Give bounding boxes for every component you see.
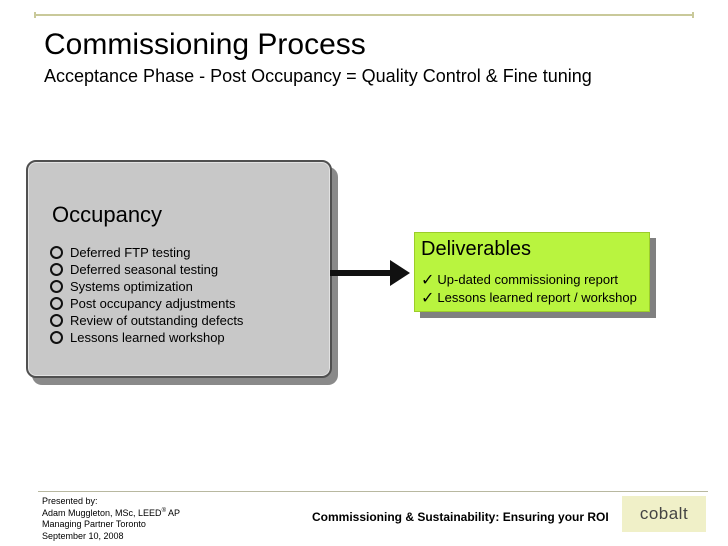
occupancy-item-label: Deferred seasonal testing xyxy=(70,262,219,277)
deliverables-item: ✓Up-dated commissioning report xyxy=(421,271,637,289)
deliverables-list: ✓Up-dated commissioning report ✓Lessons … xyxy=(421,271,637,307)
right-arrow-icon xyxy=(330,270,392,276)
presentation-date: September 10, 2008 xyxy=(42,530,124,541)
hollow-circle-icon xyxy=(50,314,63,327)
presenter-role: Managing Partner Toronto xyxy=(42,519,146,529)
hollow-circle-icon xyxy=(50,246,63,259)
occupancy-item-label: Systems optimization xyxy=(70,279,193,294)
deliverables-item-label: Up-dated commissioning report xyxy=(437,272,619,287)
occupancy-list: Deferred FTP testing Deferred seasonal t… xyxy=(50,244,243,346)
occupancy-item: Post occupancy adjustments xyxy=(50,295,243,312)
deliverables-item: ✓Lessons learned report / workshop xyxy=(421,289,637,307)
occupancy-heading: Occupancy xyxy=(52,202,163,227)
right-arrow-head-icon xyxy=(390,260,410,286)
presenter-info: Presented by: Adam Muggleton, MSc, LEED®… xyxy=(42,496,180,542)
hollow-circle-icon xyxy=(50,331,63,344)
occupancy-item: Deferred seasonal testing xyxy=(50,261,243,278)
occupancy-item: Deferred FTP testing xyxy=(50,244,243,261)
slide-title: Commissioning Process xyxy=(44,28,366,61)
occupancy-item-label: Review of outstanding defects xyxy=(70,313,244,328)
checkmark-icon: ✓ xyxy=(421,288,435,307)
occupancy-item-label: Post occupancy adjustments xyxy=(70,296,236,311)
footer-title: Commissioning & Sustainability: Ensuring… xyxy=(312,510,609,524)
deliverables-item-label: Lessons learned report / workshop xyxy=(437,290,637,305)
slide-top-rule xyxy=(34,12,694,18)
deliverables-box: Deliverables ✓Up-dated commissioning rep… xyxy=(414,232,650,312)
cobalt-logo: cobalt xyxy=(622,496,706,532)
hollow-circle-icon xyxy=(50,297,63,310)
hollow-circle-icon xyxy=(50,280,63,293)
presented-by-label: Presented by: xyxy=(42,496,98,506)
occupancy-item-label: Deferred FTP testing xyxy=(70,245,191,260)
hollow-circle-icon xyxy=(50,263,63,276)
occupancy-box: Occupancy Deferred FTP testing Deferred … xyxy=(26,160,332,378)
occupancy-item: Review of outstanding defects xyxy=(50,312,243,329)
footer-rule xyxy=(38,491,708,492)
occupancy-item-label: Lessons learned workshop xyxy=(70,330,225,345)
slide-subtitle: Acceptance Phase - Post Occupancy = Qual… xyxy=(44,66,592,86)
occupancy-item: Systems optimization xyxy=(50,278,243,295)
checkmark-icon: ✓ xyxy=(421,270,435,289)
occupancy-item: Lessons learned workshop xyxy=(50,329,243,346)
presenter-name: Adam Muggleton, MSc, LEED® AP xyxy=(42,507,180,518)
slide-top-rule-left-cap xyxy=(34,12,36,18)
deliverables-heading: Deliverables xyxy=(421,238,532,260)
slide-top-rule-right-cap xyxy=(692,12,694,18)
